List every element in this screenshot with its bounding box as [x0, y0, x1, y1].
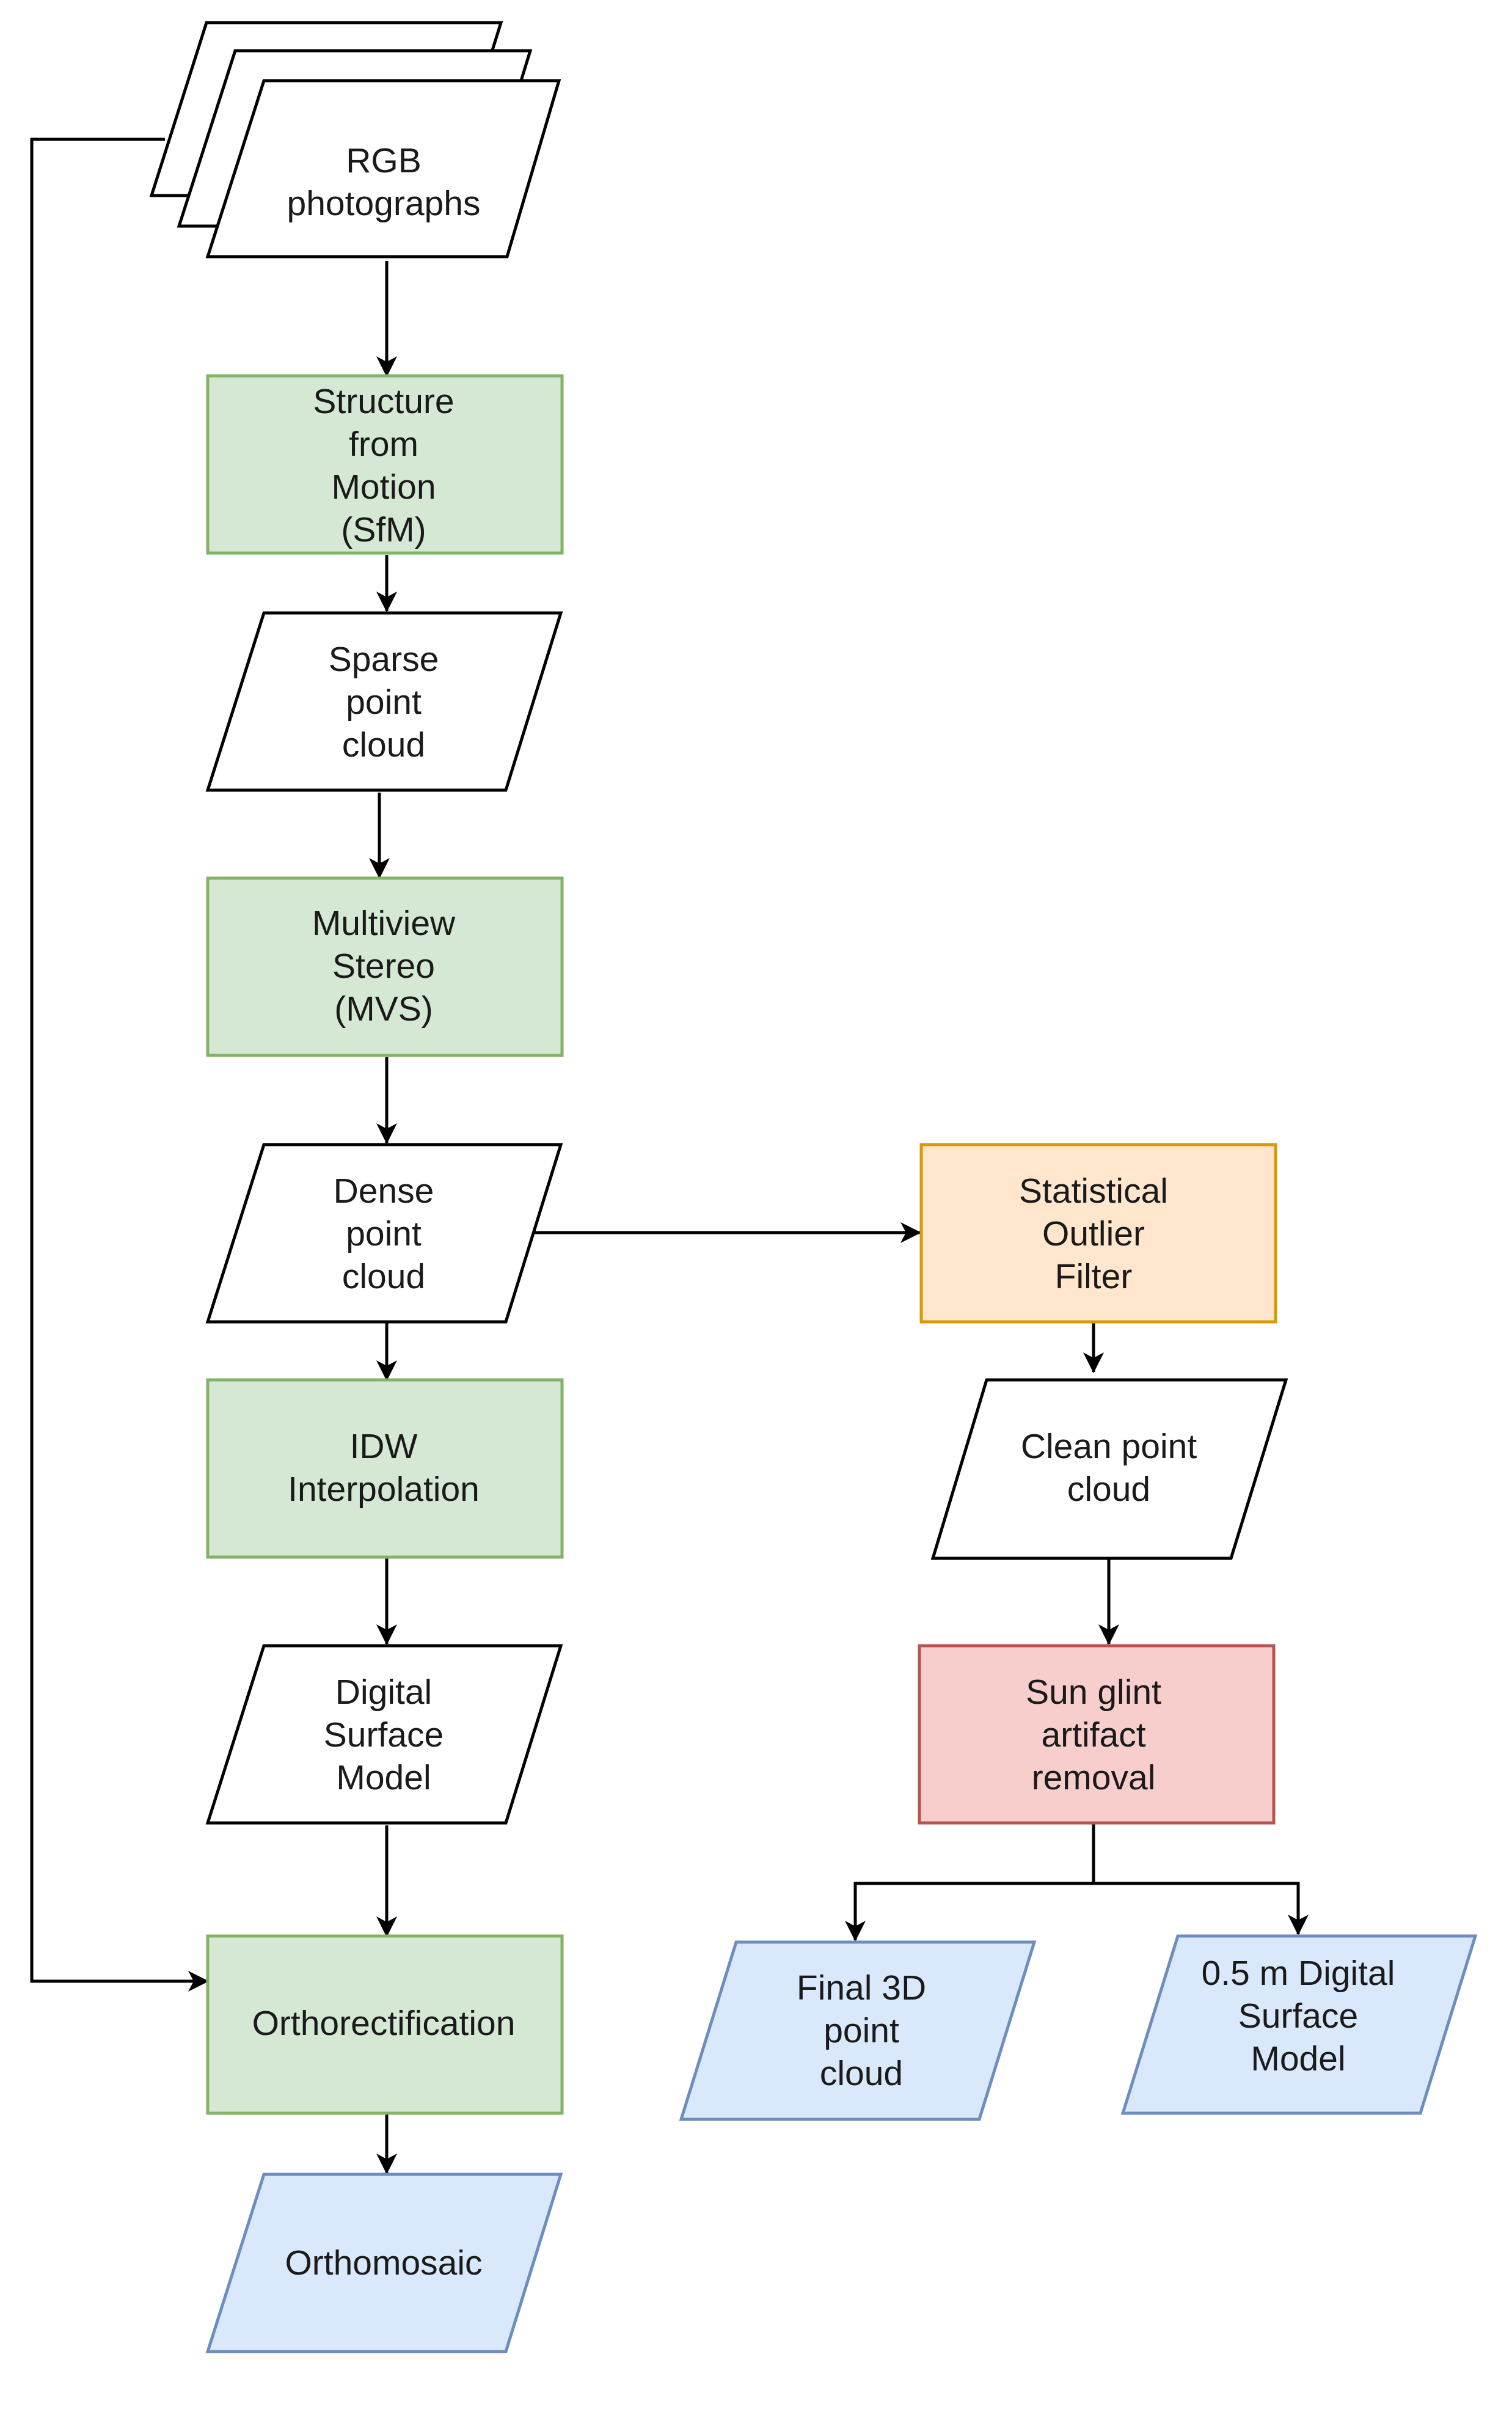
clean-shape: [930, 1378, 1288, 1560]
sunglint-box: [918, 1644, 1276, 1825]
ortho-box: [206, 1934, 564, 2115]
dsm05-shape: [1120, 1934, 1478, 2115]
sunglint-label-line-2: artifact: [1041, 1715, 1145, 1755]
final3d-label-line-2: point: [824, 2011, 899, 2050]
mvs-box: [206, 876, 564, 1057]
sunglint-label-line-3: removal: [1032, 1758, 1156, 1797]
dense-shape: [205, 1143, 563, 1324]
dsm-label-line-2: Surface: [324, 1715, 444, 1755]
dsm05-label-line-3: Model: [1251, 2039, 1345, 2078]
idw-box: [206, 1378, 564, 1559]
edge-rgb-to-ortho: [30, 138, 209, 1992]
node-idw-interpolation: IDW Interpolation: [206, 1378, 564, 1559]
node-sfm: Structure from Motion (SfM): [206, 374, 564, 555]
node-final-3d-point-cloud: Final 3D point cloud: [679, 1940, 1037, 2121]
node-orthomosaic: Orthomosaic: [205, 2172, 563, 2353]
final3d-label-line-1: Final 3D: [797, 1968, 926, 2008]
mvs-label-line-3: (MVS): [334, 989, 433, 1028]
edge-sunglint-to-final3d: [845, 1824, 1095, 1942]
sparse-label-line-2: point: [346, 683, 422, 722]
sunglint-label-line-1: Sun glint: [1026, 1673, 1161, 1712]
node-sun-glint-removal: Sun glint artifact removal: [918, 1644, 1276, 1825]
idw-label-line-1: IDW: [350, 1427, 418, 1466]
sparse-label-line-1: Sparse: [329, 640, 439, 679]
idw-label-line-2: Interpolation: [288, 1470, 480, 1509]
dense-label-line-1: Dense: [334, 1172, 434, 1211]
node-mvs: Multiview Stereo (MVS): [206, 876, 564, 1057]
orthomosaic-shape: [205, 2172, 563, 2353]
ortho-label: Orthorectification: [252, 2004, 516, 2043]
sfm-box: [206, 374, 564, 555]
rgb-label-line-1: RGB: [346, 141, 422, 180]
dsm-label-line-3: Model: [336, 1758, 431, 1797]
filter-label-line-3: Filter: [1055, 1257, 1133, 1296]
node-dense-point-cloud: Dense point cloud: [205, 1143, 563, 1324]
filter-label-line-2: Outlier: [1042, 1214, 1145, 1253]
node-digital-surface-model: Digital Surface Model: [205, 1644, 563, 1825]
node-clean-point-cloud: Clean point cloud: [930, 1378, 1288, 1560]
final3d-shape: [679, 1940, 1037, 2121]
rgb-label-line-2: photographs: [287, 184, 481, 223]
dsm05-label-line-2: Surface: [1238, 1997, 1358, 2036]
sparse-label-line-3: cloud: [342, 725, 425, 765]
filter-label-line-1: Statistical: [1019, 1172, 1168, 1211]
node-rgb-photographs: RGB photographs: [149, 21, 561, 258]
node-sparse-point-cloud: Sparse point cloud: [205, 611, 563, 792]
sfm-label-line-2: from: [349, 425, 418, 464]
dsm-shape: [205, 1644, 563, 1825]
node-dsm-05m: 0.5 m Digital Surface Model: [1120, 1934, 1478, 2115]
mvs-label-line-2: Stereo: [332, 947, 435, 986]
orthomosaic-label: Orthomosaic: [285, 2243, 482, 2282]
dense-label-line-2: point: [346, 1214, 422, 1253]
connectors: [30, 138, 1309, 2174]
node-orthorectification: Orthorectification: [206, 1934, 564, 2115]
sfm-label-line-3: Motion: [331, 468, 436, 507]
node-statistical-outlier-filter: Statistical Outlier Filter: [919, 1143, 1277, 1324]
clean-label-line-2: cloud: [1067, 1470, 1150, 1509]
sfm-label-line-4: (SfM): [341, 510, 426, 549]
filter-box: [919, 1143, 1277, 1324]
photo-stack-front: [205, 79, 561, 258]
dense-label-line-3: cloud: [342, 1257, 425, 1296]
sparse-shape: [205, 611, 563, 792]
clean-label-line-1: Clean point: [1021, 1427, 1197, 1466]
mvs-label-line-1: Multiview: [312, 904, 456, 943]
final3d-label-line-3: cloud: [820, 2054, 903, 2093]
sfm-label-line-1: Structure: [313, 382, 454, 421]
dsm-label-line-1: Digital: [335, 1673, 432, 1712]
edge-sunglint-to-dsm05: [1094, 1882, 1309, 1935]
dsm05-label-line-1: 0.5 m Digital: [1202, 1954, 1395, 1993]
